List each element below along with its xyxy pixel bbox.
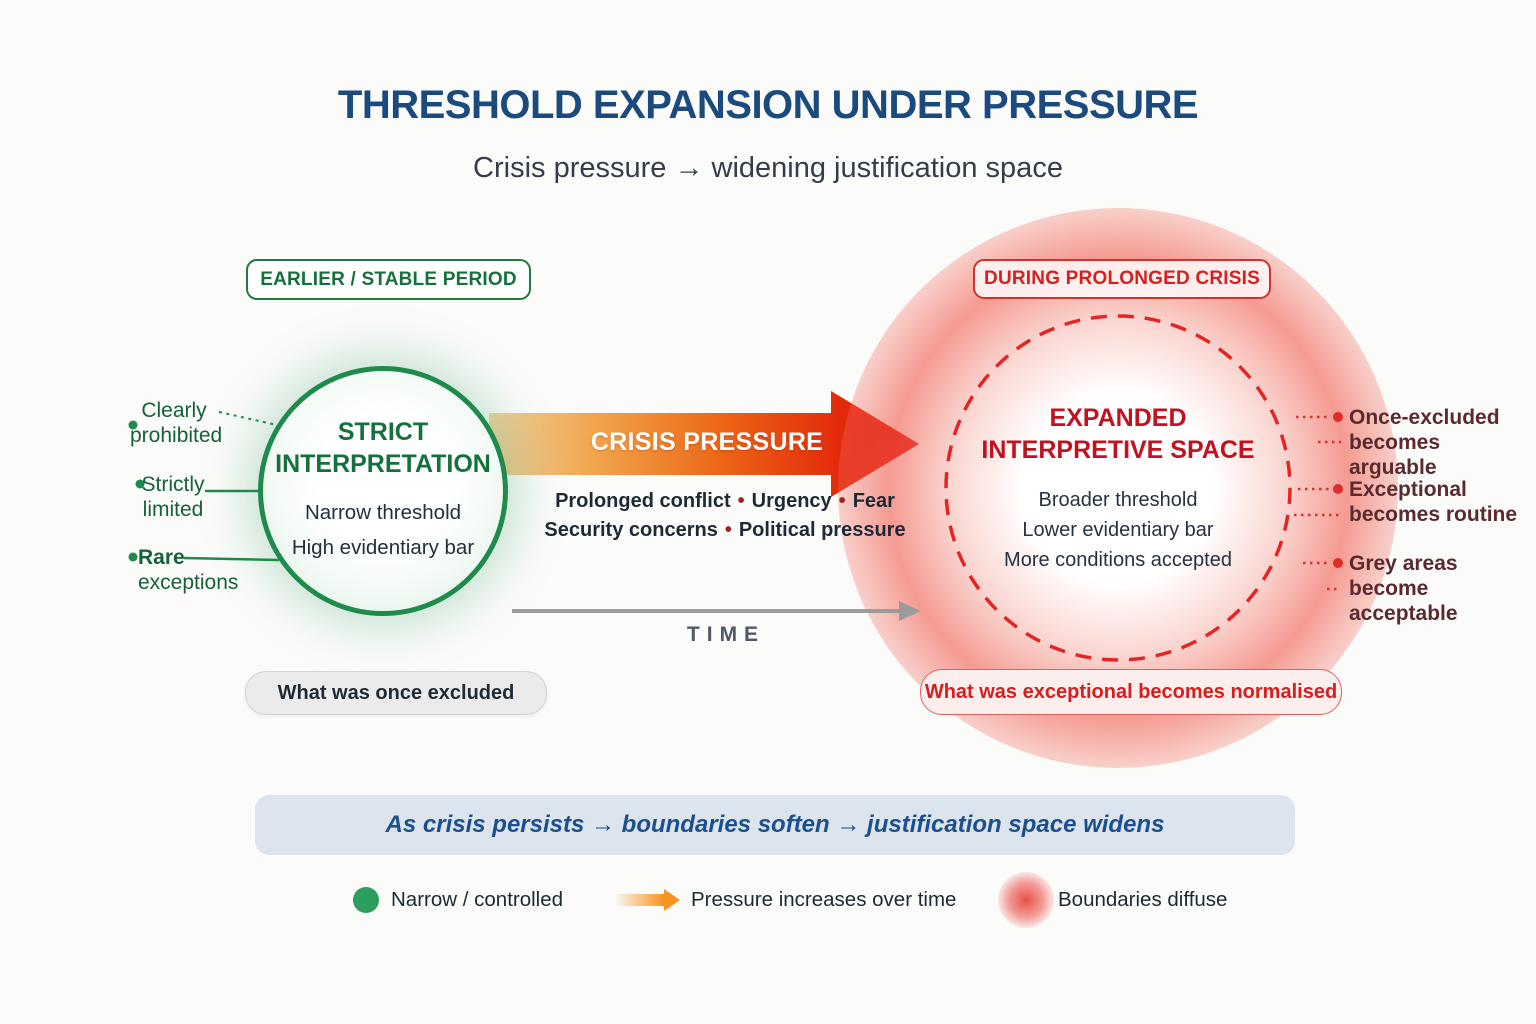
page-title: THRESHOLD EXPANSION UNDER PRESSURE [337,83,1199,127]
annotation-line: Strictly [141,473,205,496]
annotation-line: prohibited [130,423,223,447]
expanded-space-dashed-ring [944,314,1292,662]
expanded-title-line2: INTERPRETIVE SPACE [981,436,1255,464]
legend-narrow-controlled: Narrow / controlled [391,888,564,911]
green-circle-icon [353,887,379,913]
leader-rare-exceptions [183,556,280,562]
normalised-pill-label: What was exceptional becomes normalised [924,680,1338,703]
expanded-title-line1: EXPANDED [1049,403,1187,432]
lower-evidentiary-bar-text: Lower evidentiary bar [1022,518,1214,541]
annotation-grey-areas: Grey areas become acceptable [1349,551,1529,627]
factor-urgency: Urgency [751,490,832,512]
bullet-separator-icon: • [737,490,745,512]
annotation-line: becomes arguable [1349,431,1441,480]
earlier-stable-period-label: EARLIER / STABLE PERIOD [260,268,517,290]
annotation-line: Clearly [141,399,207,422]
during-prolonged-crisis-tag: DURING PROLONGED CRISIS [973,259,1271,299]
orange-arrow-body [616,894,664,906]
annotation-line: becomes routine [1349,503,1518,527]
green-bullet-2 [135,479,145,489]
leader-clearly-prohibited [218,411,278,426]
bullet-separator-icon: • [724,519,732,541]
annotation-line: Rare [138,546,185,569]
strict-title-line1: STRICT [337,418,429,447]
high-evidentiary-bar-text: High evidentiary bar [291,536,475,559]
factor-security-concerns: Security concerns [544,519,718,541]
strict-interpretation-circle [258,366,508,616]
annotation-line: exceptions [138,570,239,594]
annotation-strictly-limited: Strictly limited [130,473,216,522]
expanded-space-title: EXPANDED INTERPRETIVE SPACE [981,402,1254,467]
crisis-pressure-label: CRISIS PRESSURE [590,428,824,456]
strict-interpretation-title: STRICT INTERPRETATION [275,416,491,480]
orange-arrow-icon [616,889,680,911]
annotation-clearly-prohibited: Clearly prohibited [130,399,223,448]
summary-banner-text: As crisis persists → boundaries soften →… [385,811,1165,838]
annotation-once-excluded: Once-excluded becomes arguable [1349,405,1519,481]
expanded-space-body: Broader threshold Lower evidentiary bar … [1004,485,1232,575]
red-bullet-1 [1333,412,1343,422]
earlier-stable-period-tag: EARLIER / STABLE PERIOD [246,259,531,300]
annotation-line: limited [142,497,204,521]
strict-interpretation-text: STRICT INTERPRETATION Narrow threshold H… [258,366,508,616]
normalised-pill: What was exceptional becomes normalised [920,669,1342,715]
annotation-line: become acceptable [1349,577,1458,626]
pressure-factors-row2: Security concerns • Political pressure [455,519,995,542]
pressure-arrow-shape [489,391,919,497]
green-bullet-3 [128,552,138,562]
strict-title-line2: INTERPRETATION [275,450,491,479]
annotation-exceptional-routine: Exceptional becomes routine [1349,477,1519,527]
narrow-threshold-text: Narrow threshold [304,501,462,525]
expanded-space-text: EXPANDED INTERPRETIVE SPACE Broader thre… [946,316,1290,660]
annotation-line: Grey areas [1349,552,1458,575]
legend-pressure-increases: Pressure increases over time [691,888,957,911]
time-axis-arrowhead [899,601,921,621]
orange-arrow-head [664,889,680,911]
legend-boundaries-diffuse: Boundaries diffuse [1058,888,1228,911]
annotation-line: Once-excluded [1349,406,1500,429]
broader-threshold-text: Broader threshold [1038,488,1198,511]
summary-banner: As crisis persists → boundaries soften →… [255,795,1295,855]
during-prolonged-crisis-label: DURING PROLONGED CRISIS [984,268,1260,289]
red-bullet-2 [1333,484,1343,494]
red-diffuse-icon [998,872,1054,928]
annotation-line: Exceptional [1349,478,1467,501]
once-excluded-pill-label: What was once excluded [277,681,515,704]
bullet-separator-icon: • [838,490,846,512]
pressure-factors-row1: Prolonged conflict • Urgency • Fear [455,490,995,513]
green-bullet-1 [128,420,138,430]
annotation-rare-exceptions: Rare exceptions [138,546,248,595]
page-subtitle: Crisis pressure → widening justification… [473,152,1063,184]
strict-interpretation-body: Narrow threshold High evidentiary bar [292,496,474,566]
more-conditions-accepted-text: More conditions accepted [1004,548,1232,571]
time-axis-label: TIME [686,623,766,646]
red-bullet-3 [1333,558,1343,568]
factor-political-pressure: Political pressure [738,519,906,541]
factor-fear: Fear [852,490,895,512]
once-excluded-pill: What was once excluded [245,671,547,715]
factor-prolonged-conflict: Prolonged conflict [555,490,731,512]
